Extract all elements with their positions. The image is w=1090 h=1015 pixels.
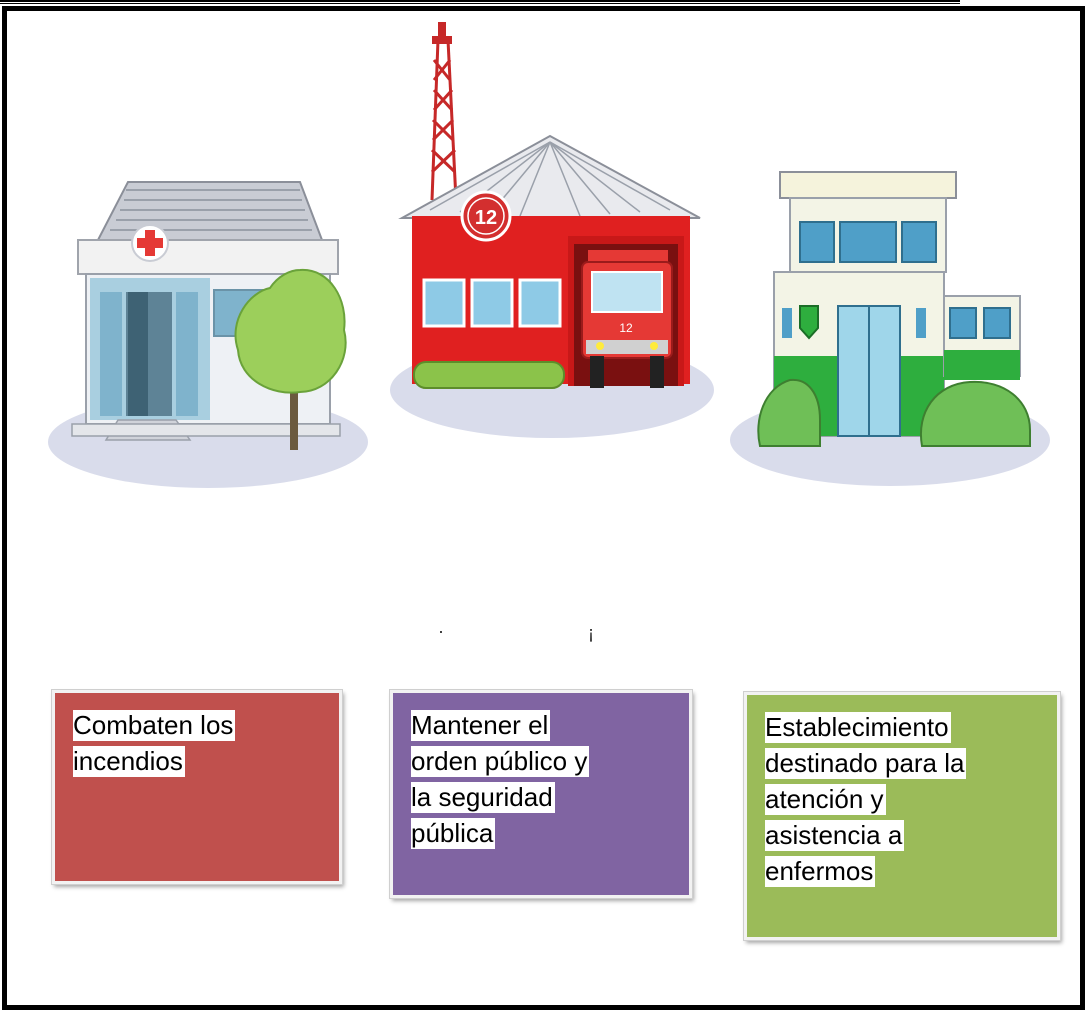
fire-station-building-icon: 12 12 (390, 22, 714, 438)
card-text: Mantener el orden público y la seguridad… (411, 710, 590, 849)
description-card-police[interactable]: Mantener el orden público y la seguridad… (389, 689, 693, 899)
stray-mark: · (438, 621, 444, 641)
description-card-hospital[interactable]: Establecimiento destinado para la atenci… (743, 691, 1061, 941)
card-text: Establecimiento destinado para la atenci… (765, 712, 967, 887)
description-card-fire[interactable]: Combaten los incendios (51, 689, 343, 885)
top-rule (0, 0, 960, 2)
stray-mark: ¡ (588, 623, 594, 643)
card-text: Combaten los incendios (73, 710, 236, 777)
worksheet-border (2, 6, 1085, 1010)
police-station-building-icon (730, 171, 1050, 486)
hospital-building-icon (48, 181, 368, 488)
svg-text:12: 12 (619, 321, 633, 335)
buildings-illustration: 12 12 (48, 22, 1050, 488)
svg-text:12: 12 (475, 207, 497, 229)
top-rule-secondary (0, 3, 960, 4)
